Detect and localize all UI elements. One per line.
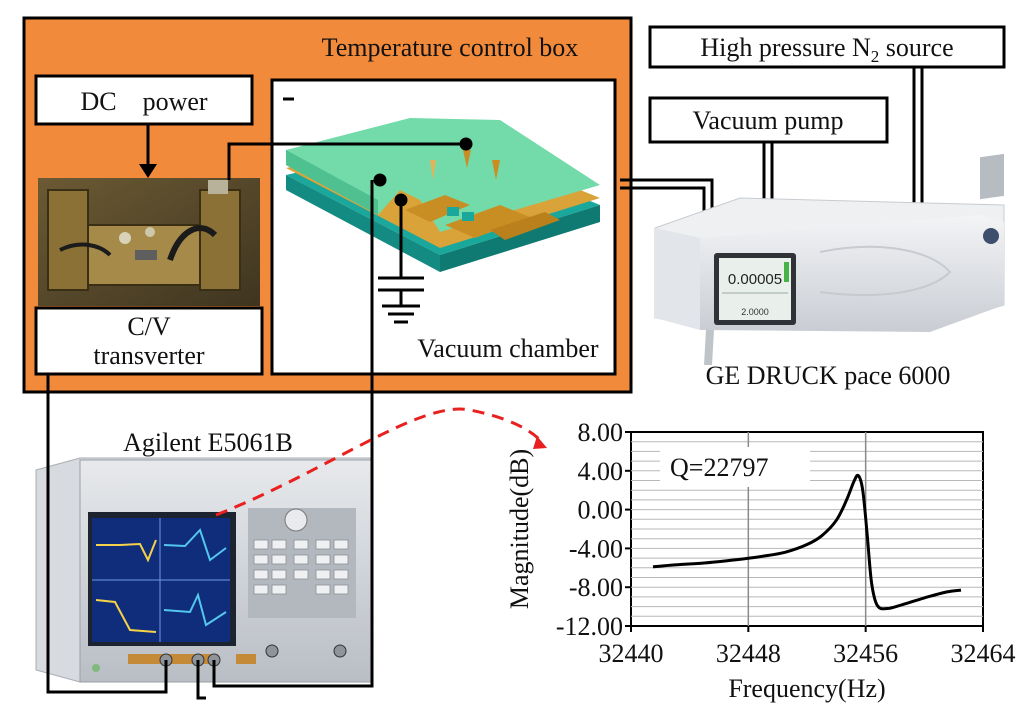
pcb-component-a	[119, 232, 131, 244]
agilent-trace-1	[96, 539, 157, 563]
vacuum-pump-box	[648, 96, 889, 144]
agilent-port-strip-2	[236, 654, 256, 664]
y-tick-label: -12.00	[556, 612, 623, 641]
dc-power-arrowhead	[139, 164, 157, 178]
agilent-trace-2	[163, 528, 227, 562]
n2-source-label: High pressure N2 source	[700, 33, 953, 66]
ge-screen-bottom: 2.0000	[741, 307, 769, 317]
agilent-port-5	[333, 644, 347, 658]
wire-port-loop	[196, 660, 206, 700]
ge-screen-value: 0.00005	[728, 271, 782, 288]
ge-panel-curve	[819, 245, 952, 297]
pcb-side-left	[47, 189, 89, 291]
x-tick-label: 32456	[833, 639, 898, 668]
vacuum-pump-block: Vacuum pump	[648, 96, 889, 144]
ge-screen-indicator	[784, 262, 789, 282]
y-tick-label: -4.00	[569, 534, 623, 563]
ge-screen	[719, 258, 791, 320]
external-wiring	[46, 374, 374, 700]
y-tick-label: -8.00	[569, 573, 623, 602]
agilent-port-4	[265, 644, 279, 658]
signal-arrow	[215, 407, 547, 517]
cv-label-line2: transverter	[93, 341, 205, 370]
pcb-cable	[167, 225, 218, 262]
mems-probe-3	[430, 160, 436, 180]
mems-comb-finger	[490, 212, 560, 240]
agilent-power-led	[92, 664, 100, 672]
vacuum-pump-label: Vacuum pump	[693, 106, 844, 135]
chart-xlabel: Frequency(Hz)	[728, 674, 885, 703]
ge-foot-right	[980, 153, 1004, 200]
temp-box-title: Temperature control box	[322, 33, 579, 62]
ge-side-face	[655, 228, 700, 330]
x-tick-label: 32464	[951, 639, 1016, 668]
agilent-port-strip	[128, 654, 218, 664]
q-annotation-bg	[660, 447, 810, 487]
wire-board-to-electrode	[227, 142, 466, 180]
agilent-trace-3	[95, 599, 157, 633]
y-tick-label: 8.00	[578, 418, 624, 447]
n2-source-block: High pressure N2 source	[648, 25, 1006, 69]
n2-source-box	[648, 25, 1006, 69]
electrode-node-1	[459, 137, 473, 151]
agilent-screen-grid	[92, 518, 230, 642]
agilent-knob	[284, 508, 308, 532]
ge-druck-label: GE DRUCK pace 6000	[706, 361, 951, 390]
signal-arrowhead	[533, 436, 547, 449]
mems-hole-a	[447, 207, 459, 216]
wire-cv-to-agilent	[46, 374, 168, 694]
mems-bottom-right	[440, 205, 600, 272]
ge-logo	[983, 228, 999, 244]
circuit-board-photo	[38, 178, 260, 306]
ground-symbol	[378, 200, 424, 324]
y-tick-label: 0.00	[578, 496, 624, 525]
dc-power-label: DC power	[80, 87, 207, 116]
ge-foot-left	[704, 330, 714, 365]
q-annotation: Q=22797	[670, 453, 768, 482]
chart-ylabel: Magnitude(dB)	[505, 449, 534, 609]
pcb-chip	[135, 250, 157, 260]
x-tick-label: 32440	[599, 639, 664, 668]
mems-probe-2	[492, 160, 500, 180]
ge-druck-instrument: 0.00005 2.0000 GE DRUCK pace 6000	[654, 153, 1005, 390]
agilent-analyzer: Agilent E5061B	[35, 428, 373, 683]
mems-probe-1	[463, 150, 471, 168]
mems-resonator-illustration	[286, 118, 600, 272]
agilent-label: Agilent E5061B	[123, 428, 293, 457]
cv-transverter-box	[34, 306, 264, 376]
resonance-curve	[652, 473, 962, 611]
agilent-keys	[253, 539, 349, 595]
pcb-connector	[208, 180, 228, 194]
mems-hole-b	[462, 212, 474, 221]
dc-power-block: DC power	[34, 74, 254, 178]
pcb-side-right	[199, 189, 241, 291]
wire-chamber-to-port	[212, 402, 374, 688]
cv-label-line1: C/V	[127, 312, 171, 341]
pcb-wire	[59, 242, 112, 257]
y-tick-label: 4.00	[578, 457, 624, 486]
mems-proof-mass-b	[445, 205, 530, 238]
dc-power-box	[34, 74, 254, 126]
mems-top-cap-front	[286, 150, 378, 215]
agilent-trace-4	[163, 592, 227, 627]
vacuum-chamber-label: Vacuum chamber	[417, 334, 599, 363]
internal-wiring	[227, 137, 473, 402]
signal-arrow-path	[215, 407, 542, 517]
mems-proof-mass-a	[405, 195, 470, 222]
pcb-component-b	[145, 227, 155, 237]
electrode-node-3	[394, 193, 408, 207]
cv-transverter-block: C/V transverter	[34, 306, 264, 376]
electrode-node-2	[373, 173, 387, 187]
x-tick-label: 32448	[716, 639, 781, 668]
